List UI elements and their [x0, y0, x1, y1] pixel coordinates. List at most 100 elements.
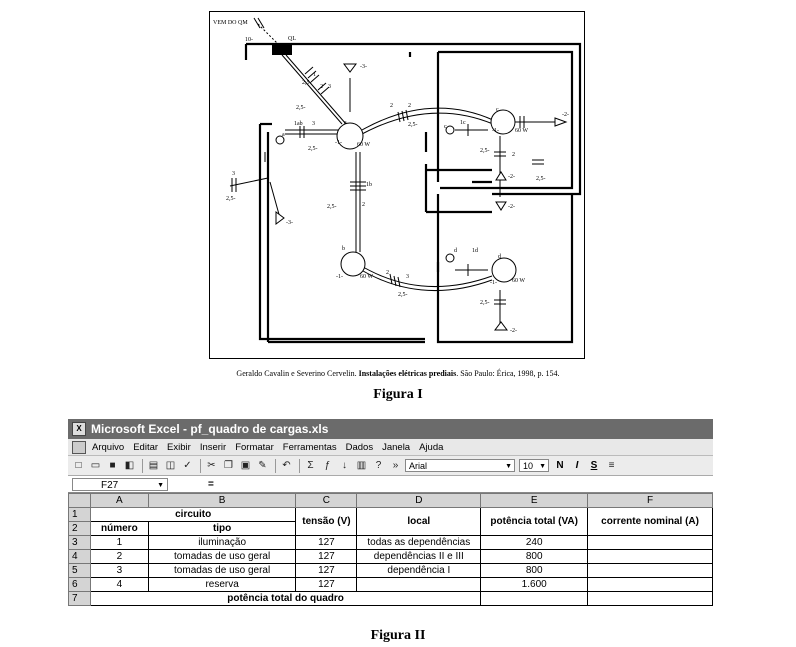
autosum-icon[interactable]: Σ: [307, 459, 314, 471]
select-all-corner[interactable]: [68, 493, 91, 508]
cell-potencia[interactable]: potência total (VA): [480, 507, 589, 536]
formula-bar: F27▼ =: [68, 476, 713, 493]
cut-icon[interactable]: ✂: [207, 459, 216, 471]
spelling-icon[interactable]: ✓: [183, 459, 192, 471]
svg-text:-1-: -1-: [492, 128, 499, 134]
cell-tipo[interactable]: tomadas de uso geral: [147, 563, 297, 578]
conduits: [229, 54, 555, 328]
open-icon[interactable]: ▭: [90, 459, 101, 471]
document-icon[interactable]: [72, 440, 86, 454]
cell-tipo[interactable]: reserva: [147, 577, 297, 592]
align-left-icon[interactable]: ≡: [608, 459, 615, 471]
row-header[interactable]: 7: [68, 591, 91, 606]
row-header[interactable]: 5: [68, 563, 91, 578]
cell-numero[interactable]: número: [89, 521, 149, 536]
font-name-select[interactable]: Arial▼: [405, 459, 515, 472]
svg-text:60 W: 60 W: [357, 142, 370, 148]
help-icon[interactable]: ?: [375, 459, 382, 471]
cell-tensao[interactable]: 127: [295, 549, 358, 564]
vem-do-qm-label: VEM DO QM: [213, 20, 248, 26]
column-header-c[interactable]: C: [295, 493, 358, 508]
paste-icon[interactable]: ▣: [240, 459, 251, 471]
cell-local[interactable]: dependência I: [356, 563, 482, 578]
svg-text:-3-: -3-: [286, 220, 293, 226]
cell-corrente[interactable]: [587, 535, 713, 550]
menu-dados[interactable]: Dados: [345, 441, 374, 453]
chart-icon[interactable]: ▥: [356, 459, 367, 471]
row-header[interactable]: 3: [68, 535, 91, 550]
toolbar-options-icon[interactable]: »: [392, 459, 399, 471]
cell-tensao[interactable]: 127: [295, 577, 358, 592]
cell-numero[interactable]: 2: [89, 549, 149, 564]
cell-tipo[interactable]: tipo: [147, 521, 297, 536]
function-icon[interactable]: ƒ: [324, 459, 331, 471]
svg-text:2,5-: 2,5-: [296, 105, 306, 111]
copy-icon[interactable]: ❐: [224, 459, 233, 471]
cell-local[interactable]: [356, 577, 482, 592]
cell-corrente[interactable]: [587, 549, 713, 564]
cell-potencia[interactable]: 1.600: [480, 577, 589, 592]
chevron-down-icon: ▼: [505, 463, 512, 470]
svg-text:60 W: 60 W: [515, 128, 528, 134]
cell-corrente[interactable]: [587, 563, 713, 578]
menu-exibir[interactable]: Exibir: [167, 441, 191, 453]
row-header[interactable]: 2: [68, 521, 91, 536]
menu-inserir[interactable]: Inserir: [199, 441, 227, 453]
cell-total-corrente[interactable]: [587, 591, 713, 606]
cell-numero[interactable]: 3: [89, 563, 149, 578]
cell-potencia[interactable]: 800: [480, 549, 589, 564]
save-icon[interactable]: ■: [109, 459, 116, 471]
permission-icon[interactable]: ◧: [124, 459, 135, 471]
table-row: 4 2 tomadas de uso geral 127 dependência…: [68, 549, 713, 564]
menu-arquivo[interactable]: Arquivo: [92, 441, 125, 453]
row-header[interactable]: 6: [68, 577, 91, 592]
column-header-a[interactable]: A: [89, 493, 149, 508]
cell-local[interactable]: dependências II e III: [356, 549, 482, 564]
svg-text:c: c: [496, 107, 499, 113]
column-header-b[interactable]: B: [147, 493, 297, 508]
svg-text:-1-: -1-: [336, 274, 343, 280]
excel-app-icon[interactable]: X: [72, 422, 86, 436]
column-header-e[interactable]: E: [480, 493, 589, 508]
cell-numero[interactable]: 1: [89, 535, 149, 550]
menu-formatar[interactable]: Formatar: [235, 441, 274, 453]
row-header[interactable]: 1: [68, 507, 91, 522]
cell-tensao[interactable]: tensão (V): [295, 507, 358, 536]
cell-circuito[interactable]: circuito: [89, 507, 297, 522]
svg-text:2,5-: 2,5-: [302, 80, 312, 86]
cell-corrente[interactable]: corrente nominal (A): [587, 507, 713, 536]
cell-total-value[interactable]: [480, 591, 589, 606]
svg-text:1ab: 1ab: [294, 121, 303, 127]
cell-potencia[interactable]: 240: [480, 535, 589, 550]
column-header-d[interactable]: D: [356, 493, 482, 508]
row-header[interactable]: 4: [68, 549, 91, 564]
print-icon[interactable]: ▤: [148, 459, 159, 471]
cell-numero[interactable]: 4: [89, 577, 149, 592]
cell-tipo[interactable]: tomadas de uso geral: [147, 549, 297, 564]
cell-potencia[interactable]: 800: [480, 563, 589, 578]
undo-icon[interactable]: ↶: [282, 459, 291, 471]
menu-ajuda[interactable]: Ajuda: [419, 441, 444, 453]
menu-janela[interactable]: Janela: [382, 441, 411, 453]
menu-editar[interactable]: Editar: [133, 441, 159, 453]
svg-text:1d: 1d: [472, 248, 478, 254]
cell-corrente[interactable]: [587, 577, 713, 592]
italic-button[interactable]: I: [575, 460, 579, 471]
new-icon[interactable]: □: [75, 459, 82, 471]
print-preview-icon[interactable]: ◫: [165, 459, 176, 471]
cell-total-label[interactable]: potência total do quadro: [89, 591, 482, 606]
cell-tipo[interactable]: iluminação: [147, 535, 297, 550]
column-header-f[interactable]: F: [587, 493, 713, 508]
cell-tensao[interactable]: 127: [295, 563, 358, 578]
svg-text:3: 3: [232, 171, 235, 177]
cell-local[interactable]: todas as dependências: [356, 535, 482, 550]
underline-button[interactable]: S: [590, 460, 598, 471]
cell-local[interactable]: local: [356, 507, 482, 536]
font-size-select[interactable]: 10▼: [519, 459, 549, 472]
cell-tensao[interactable]: 127: [295, 535, 358, 550]
bold-button[interactable]: N: [556, 460, 564, 471]
format-painter-icon[interactable]: ✎: [258, 459, 267, 471]
menu-ferramentas[interactable]: Ferramentas: [282, 441, 337, 453]
sort-ascending-icon[interactable]: ↓: [342, 459, 347, 471]
name-box[interactable]: F27▼: [72, 477, 168, 491]
